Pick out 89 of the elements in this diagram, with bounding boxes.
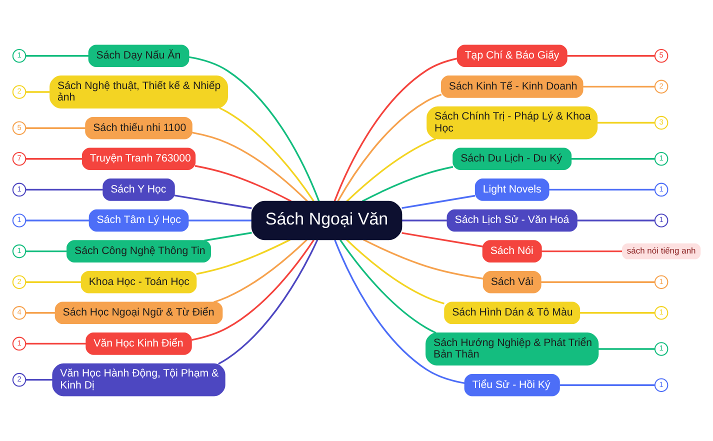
node-circle: 2 — [12, 372, 26, 387]
connector — [26, 188, 103, 191]
connector — [571, 158, 655, 160]
connector — [26, 55, 89, 57]
node-box: Sách Hình Dán & Tô Màu — [444, 302, 580, 324]
connector — [346, 239, 444, 304]
connector — [26, 342, 86, 345]
connector — [334, 58, 458, 202]
node-box: Sách Nói — [482, 240, 542, 262]
node-circle: 1 — [12, 214, 26, 228]
connector — [540, 281, 655, 283]
connector — [337, 94, 442, 202]
connector — [218, 240, 318, 365]
node-box: Sách Tâm Lý Học — [88, 209, 189, 232]
node-circle: 7 — [12, 152, 26, 166]
node-box: Sách thiếu nhi 1100 — [85, 116, 192, 140]
node-circle: 1 — [654, 378, 668, 392]
node-circle: 1 — [654, 342, 668, 356]
node-box: Sách Dạy Nấu Ăn — [88, 44, 190, 68]
node-box: Khoa Học - Toán Học — [80, 270, 197, 294]
connector — [192, 239, 314, 341]
connector — [174, 194, 252, 210]
node-box: Sách Nghệ thuật, Thiết kế & Nhiếp ảnh — [50, 76, 228, 108]
connector — [192, 132, 308, 202]
connector — [402, 194, 476, 209]
node-box: Truyện Tranh 763000 — [82, 148, 196, 170]
connector — [597, 122, 655, 124]
connector — [577, 220, 655, 222]
node-box: Văn Học Kinh Điển — [86, 332, 192, 355]
connector — [26, 378, 53, 381]
node-circle: 1 — [12, 48, 26, 63]
node-box: Sách Y Học — [102, 178, 175, 201]
connector — [362, 166, 454, 202]
node-box: Sách Hướng Nghiệp & Phát Triển Bản Thân — [426, 332, 599, 366]
node-circle: 1 — [12, 182, 26, 197]
connector — [188, 220, 252, 222]
connector — [214, 239, 308, 303]
connector — [219, 107, 314, 202]
connector — [598, 348, 655, 350]
connector — [194, 165, 292, 202]
connector — [582, 86, 655, 88]
connector — [196, 238, 291, 275]
node-circle: 1 — [654, 182, 668, 197]
node-box: Sách Ngoại Văn — [251, 200, 402, 240]
node-box: Tạp Chí & Báo Giấy — [456, 44, 568, 68]
connector — [204, 232, 252, 242]
connector — [567, 55, 655, 57]
node-box: Light Novels — [474, 178, 550, 201]
node-box: Sách Chính Trị - Pháp Lý & Khoa Học — [426, 106, 598, 140]
connector — [26, 220, 90, 222]
node-circle: 1 — [654, 152, 668, 166]
node-circle: 5 — [654, 48, 668, 63]
node-box: Sách Công Nghệ Thông Tin — [66, 240, 211, 262]
node-circle: 2 — [12, 85, 26, 99]
connector — [542, 250, 623, 252]
node-box: Sách Vải — [482, 270, 542, 294]
connector — [362, 238, 484, 280]
connector — [334, 240, 465, 384]
node-circle: 1 — [654, 275, 668, 289]
connector — [560, 384, 655, 386]
node-circle: 2 — [12, 275, 26, 289]
connector — [340, 239, 436, 334]
connector — [580, 312, 655, 314]
connector — [188, 56, 320, 202]
node-circle: 5 — [12, 121, 26, 135]
node-box: Tiểu Sử - Hồi Ký — [464, 374, 560, 396]
connector — [26, 250, 67, 252]
node-circle: 1 — [654, 306, 668, 320]
connector — [402, 232, 483, 248]
node-box: Sách Lịch Sử - Văn Hoá — [446, 209, 578, 232]
node-circle: 1 — [12, 336, 26, 351]
node-circle: 4 — [12, 306, 26, 320]
connector — [26, 91, 50, 93]
node-circle: 1 — [654, 214, 668, 228]
node-circle: 1 — [12, 244, 26, 258]
connector — [26, 312, 56, 314]
node-box: sách nói tiếng anh — [622, 243, 701, 260]
connector — [548, 188, 655, 191]
node-box: Văn Học Hành Động, Tội Phạm & Kinh Dị — [52, 363, 226, 396]
connector — [402, 220, 448, 222]
node-box: Sách Kinh Tế - Kinh Doanh — [440, 76, 584, 98]
node-circle: 2 — [654, 80, 668, 94]
connector — [26, 281, 82, 283]
connector — [26, 127, 86, 129]
connector — [346, 138, 436, 202]
node-circle: 3 — [654, 116, 668, 130]
node-box: Sách Du Lịch - Du Ký — [452, 148, 572, 170]
node-box: Sách Học Ngoại Ngữ & Từ Điển — [54, 302, 223, 324]
connector — [26, 158, 82, 160]
